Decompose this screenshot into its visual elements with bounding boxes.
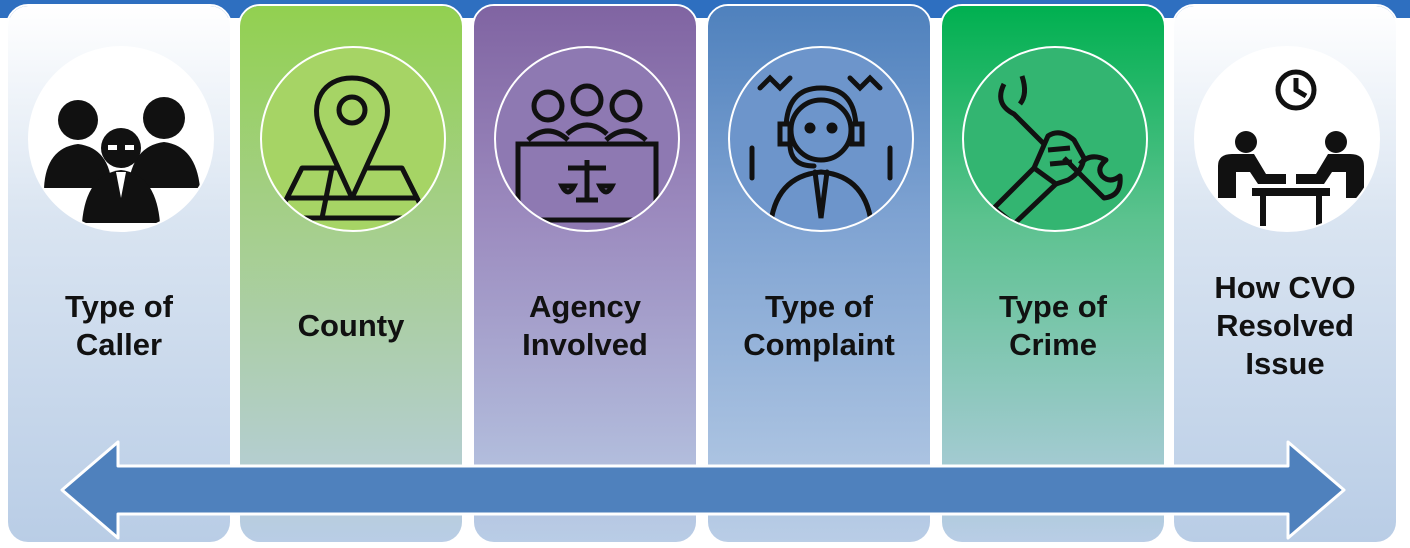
- panel-label: Type of Caller: [65, 289, 173, 362]
- panel-label: Agency Involved: [522, 289, 648, 362]
- panel-label: How CVO Resolved Issue: [1214, 270, 1356, 381]
- double-headed-arrow-icon: [60, 440, 1346, 540]
- panel-type-of-complaint: Type of Complaint: [706, 4, 932, 544]
- panel-county: County: [238, 4, 464, 544]
- wrench-hand-icon: [962, 46, 1148, 232]
- panel-agency-involved: Agency Involved: [472, 4, 698, 544]
- map-pin-icon: [260, 46, 446, 232]
- panel-how-cvo-resolved-issue: How CVO Resolved Issue: [1172, 4, 1398, 544]
- panel-label: Type of Crime: [999, 289, 1107, 362]
- panel-type-of-crime: Type of Crime: [940, 4, 1166, 544]
- support-agent-icon: [728, 46, 914, 232]
- court-icon: [494, 46, 680, 232]
- meeting-clock-icon: [1194, 46, 1380, 232]
- people-icon: [28, 46, 214, 232]
- panel-label: County: [297, 308, 405, 343]
- panel-label: Type of Complaint: [743, 289, 895, 362]
